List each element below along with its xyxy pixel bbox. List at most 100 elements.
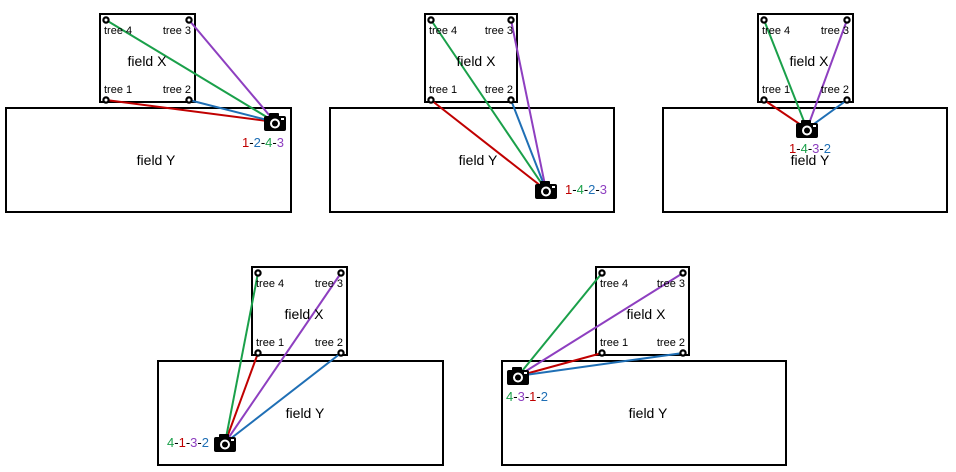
tree-3-marker [843,16,851,24]
sightline-tree-3 [224,272,342,444]
sightline-tree-1 [224,352,259,444]
field-x-label: field X [128,53,168,69]
tree-3-marker [507,16,515,24]
order-tree-1: 1 [789,141,796,156]
order-tree-2: 2 [588,182,595,197]
field-x-box [595,266,690,356]
field-y-box [157,360,444,466]
tree-4-marker [427,16,435,24]
sightline-tree-4 [517,272,603,377]
visibility-order: 1-2-4-3 [242,135,284,150]
field-y-label: field Y [791,152,830,168]
visibility-order: 4-3-1-2 [506,389,548,404]
sightline-tree-1 [105,99,276,123]
order-tree-4: 4 [801,141,808,156]
camera-icon [796,120,818,138]
tree-1-label: tree 1 [256,337,284,349]
tree-3-label: tree 3 [821,25,849,37]
order-tree-2: 2 [254,135,261,150]
tree-3-marker [185,16,193,24]
tree-3-label: tree 3 [163,25,191,37]
scenario-panel-5: tree 1 tree 2 tree 3 tree 4 field X field Y 4-… [501,266,787,466]
tree-3-label: tree 3 [315,278,343,290]
tree-2-label: tree 2 [485,84,513,96]
visibility-order: 1-4-2-3 [565,182,607,197]
order-dash: - [249,135,253,150]
order-dash: - [536,389,540,404]
tree-4-label: tree 4 [762,25,790,37]
field-x-box [99,13,196,103]
order-tree-3: 3 [277,135,284,150]
tree-2-marker [337,349,345,357]
tree-1-label: tree 1 [762,84,790,96]
tree-3-label: tree 3 [657,278,685,290]
sightline-tree-3 [806,19,848,130]
order-dash: - [572,182,576,197]
sightline-tree-2 [517,352,684,377]
sightline-tree-4 [105,19,276,123]
order-dash: - [525,389,529,404]
order-dash: - [197,435,201,450]
order-tree-2: 2 [541,389,548,404]
tree-4-label: tree 4 [256,278,284,290]
tree-1-marker [102,96,110,104]
order-tree-2: 2 [824,141,831,156]
camera-icon [535,181,557,199]
tree-4-marker [254,269,262,277]
tree-1-marker [598,349,606,357]
order-tree-1: 1 [529,389,536,404]
sightline-tree-1 [430,99,547,191]
field-y-box [501,360,787,466]
tree-2-marker [507,96,515,104]
order-dash: - [808,141,812,156]
tree-2-marker [679,349,687,357]
sightline-tree-1 [517,352,603,377]
sightline-tree-2 [224,352,342,444]
order-tree-1: 1 [179,435,186,450]
order-dash: - [819,141,823,156]
tree-1-label: tree 1 [104,84,132,96]
order-dash: - [261,135,265,150]
field-y-label: field Y [286,405,325,421]
order-dash: - [584,182,588,197]
sightline-tree-3 [517,272,684,377]
tree-2-label: tree 2 [163,84,191,96]
tree-1-label: tree 1 [600,337,628,349]
field-y-label: field Y [629,405,668,421]
field-x-box [251,266,348,356]
order-tree-4: 4 [577,182,584,197]
tree-4-label: tree 4 [429,25,457,37]
field-y-box [329,107,615,213]
order-dash: - [186,435,190,450]
camera-icon [507,367,529,385]
tree-2-label: tree 2 [657,337,685,349]
order-dash: - [595,182,599,197]
sightline-tree-2 [510,99,547,191]
tree-4-label: tree 4 [600,278,628,290]
sightline-tree-4 [430,19,547,191]
tree-2-marker [843,96,851,104]
tree-2-label: tree 2 [315,337,343,349]
order-tree-1: 1 [565,182,572,197]
order-dash: - [796,141,800,156]
order-tree-3: 3 [518,389,525,404]
field-x-box [424,13,518,103]
tree-2-marker [185,96,193,104]
sightline-tree-4 [224,272,259,444]
field-y-box [5,107,292,213]
tree-3-marker [337,269,345,277]
field-y-label: field Y [137,152,176,168]
order-tree-4: 4 [167,435,174,450]
camera-icon [264,113,286,131]
field-x-label: field X [285,306,325,322]
tree-1-label: tree 1 [429,84,457,96]
tree-2-label: tree 2 [821,84,849,96]
field-x-label: field X [627,306,667,322]
tree-4-marker [598,269,606,277]
